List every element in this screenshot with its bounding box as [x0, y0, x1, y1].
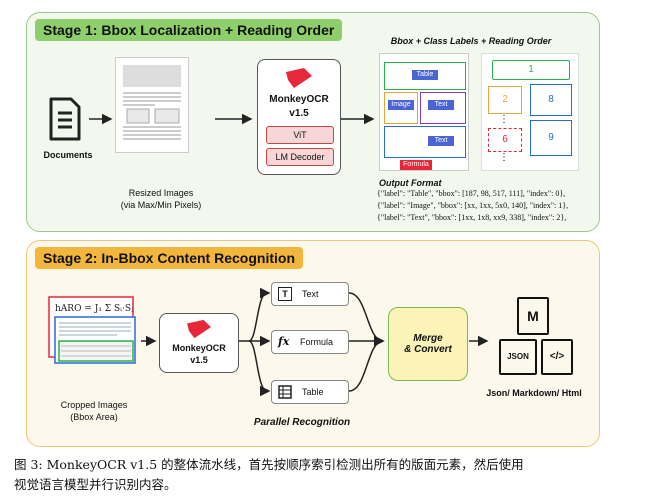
document-icon [49, 97, 81, 141]
output-formula-label: Formula [300, 337, 334, 347]
html-icon: </> [541, 339, 573, 375]
json-icon: JSON [499, 339, 537, 375]
resized-document-thumbnail [115, 57, 189, 153]
stage1-panel: Stage 1: Bbox Localization + Reading Ord… [26, 12, 600, 232]
svg-text:hARO = J₁ Σ Sᵢ·Sⱼ: hARO = J₁ Σ Sᵢ·Sⱼ [55, 304, 133, 314]
json-line-1: {"label": "Image", "bbox": [xx, 1xx, 5x0… [377, 201, 569, 210]
output-table-box: Table [271, 380, 349, 404]
output-table-label: Table [302, 387, 324, 397]
json-output-block: {"label": "Table", "bbox": [187, 98, 517… [377, 189, 597, 229]
stage1-arrows [89, 113, 375, 125]
stage2-arrows [141, 287, 489, 397]
stage2-panel: Stage 2: In-Bbox Content Recognition hAR… [26, 240, 600, 447]
monkeyocr-logo-icon [286, 68, 312, 88]
figure-caption: 图 3: MonkeyOCR v1.5 的整体流水线，首先按顺序索引检测出所有的… [14, 455, 634, 495]
parallel-recognition-label: Parallel Recognition [253, 417, 351, 428]
stage2-model-box: MonkeyOCR v1.5 [159, 313, 239, 373]
documents-label: Documents [43, 150, 93, 160]
class-label-text-1: Text [428, 100, 454, 110]
vit-box: ViT [266, 126, 334, 144]
class-label-formula: Formula [400, 160, 432, 170]
cropped-images-label: Cropped Images (Bbox Area) [60, 400, 128, 422]
caption-line-1: 图 3: MonkeyOCR v1.5 的整体流水线，首先按顺序索引检测出所有的… [14, 457, 524, 472]
stage1-title: Stage 1: Bbox Localization + Reading Ord… [35, 19, 343, 41]
caption-line-2: 视觉语言模型并行识别内容。 [14, 477, 177, 492]
json-line-0: {"label": "Table", "bbox": [187, 98, 517… [377, 189, 566, 198]
cropped-images-stack: hARO = J₁ Σ Sᵢ·Sⱼ [48, 296, 136, 364]
output-formula-box: fx Formula [271, 330, 349, 354]
order-box-6: 6 [488, 128, 522, 152]
merge-convert-box: Merge & Convert [388, 307, 468, 381]
text-icon: T [278, 287, 292, 301]
ellipsis-left: ⋮ [499, 114, 509, 125]
markdown-icon: M [517, 297, 549, 335]
output-text-box: T Text [271, 282, 349, 306]
monkeyocr-logo-icon [187, 319, 211, 339]
json-line-2: {"label": "Text", "bbox": [1xx, 1x8, xx9… [377, 213, 567, 222]
lm-decoder-box: LM Decoder [266, 148, 334, 166]
bbox-header-label: Bbox + Class Labels + Reading Order [390, 36, 552, 46]
stage1-model-version: v1.5 [289, 108, 309, 119]
class-label-text-2: Text [428, 136, 454, 146]
formula-icon: fx [278, 335, 290, 348]
order-box-1: 1 [492, 60, 570, 80]
table-icon [278, 385, 292, 399]
stage2-model-version: v1.5 [190, 355, 208, 365]
stage1-model-name: MonkeyOCR [269, 94, 329, 105]
resized-images-label: Resized Images (via Max/Min Pixels) [120, 188, 202, 210]
order-box-8: 8 [530, 84, 572, 116]
annotated-page: Table Image Text Text Formula [379, 53, 469, 171]
order-box-9: 9 [530, 120, 572, 156]
order-box-2: 2 [488, 86, 522, 114]
stage2-title: Stage 2: In-Bbox Content Recognition [35, 247, 303, 269]
stage1-model-box: MonkeyOCR v1.5 ViT LM Decoder [257, 59, 341, 175]
class-label-image: Image [388, 100, 414, 110]
output-text-label: Text [302, 289, 319, 299]
output-format-label: Output Format [379, 178, 442, 188]
ellipsis-bottom: ⋮ [499, 152, 509, 163]
output-formats-label: Json/ Markdown/ Html [486, 388, 582, 398]
stage2-model-name: MonkeyOCR [172, 343, 226, 353]
class-label-table: Table [412, 70, 438, 80]
reading-order-diagram: 1 2 8 ⋮ 6 9 ⋮ [481, 53, 579, 171]
